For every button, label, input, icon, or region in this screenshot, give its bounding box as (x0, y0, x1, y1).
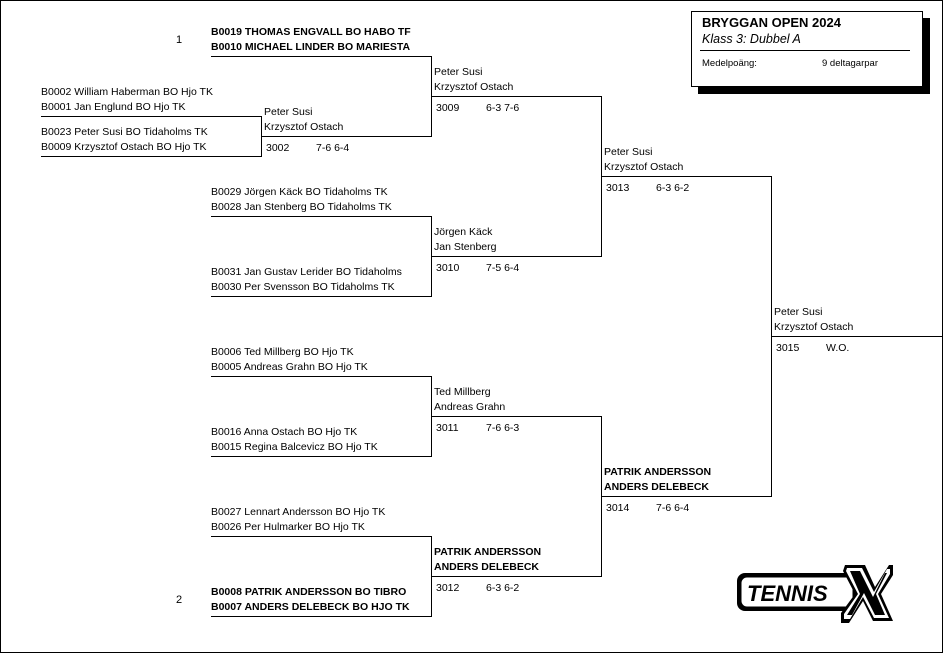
bracket-line (431, 96, 601, 97)
winner-player: Krzysztof Ostach (264, 121, 344, 133)
bracket-line (771, 336, 942, 337)
match-number: 3011 (436, 422, 459, 434)
seed-number-2: 2 (176, 594, 183, 606)
bracket-line (41, 156, 261, 157)
match-number: 3010 (436, 262, 460, 274)
entry-player: B0005 Andreas Grahn BO Hjo TK (211, 361, 368, 373)
winner-player: Ted Millberg (434, 386, 491, 398)
entry-player: B0026 Per Hulmarker BO Hjo TK (211, 521, 365, 533)
match-score: 7-6 6-4 (316, 142, 350, 154)
winner-player: Krzysztof Ostach (604, 161, 684, 173)
winner-player: Krzysztof Ostach (434, 81, 514, 93)
bracket-line (211, 216, 431, 217)
info-divider (700, 50, 910, 51)
entry-player: B0023 Peter Susi BO Tidaholms TK (41, 126, 208, 138)
bracket-line (211, 56, 431, 57)
match-score: 6-3 7-6 (486, 102, 520, 114)
winner-player: Peter Susi (264, 106, 313, 118)
bracket-line (431, 256, 601, 257)
entry-player: B0027 Lennart Andersson BO Hjo TK (211, 506, 386, 518)
winner-player: Jan Stenberg (434, 241, 497, 253)
match-number: 3012 (436, 582, 460, 594)
bracket-line (431, 416, 601, 417)
bracket-line (211, 616, 431, 617)
bracket-line (211, 456, 431, 457)
bracket-line (261, 136, 431, 137)
winner-player: Andreas Grahn (434, 401, 506, 413)
bracket-line (431, 576, 601, 577)
entry-player: B0029 Jörgen Käck BO Tidaholms TK (211, 186, 388, 198)
winner-player: PATRIK ANDERSSON (604, 466, 712, 478)
average-points-label: Medelpoäng: (702, 58, 757, 69)
match-score: 6-3 6-2 (486, 582, 520, 594)
logo-text: TENNIS (747, 581, 828, 606)
winner-player: Peter Susi (604, 146, 653, 158)
bracket-line (211, 536, 431, 537)
match-score: 7-5 6-4 (486, 262, 520, 274)
entry-player: B0009 Krzysztof Ostach BO Hjo TK (41, 141, 207, 153)
match-number: 3015 (776, 342, 800, 354)
entry-player: B0016 Anna Ostach BO Hjo TK (211, 426, 358, 438)
match-number: 3002 (266, 142, 290, 154)
entry-player: B0008 PATRIK ANDERSSON BO TIBRO (211, 586, 407, 598)
match-number: 3009 (436, 102, 460, 114)
winner-player: Jörgen Käck (434, 226, 493, 238)
bracket-line (601, 496, 771, 497)
bracket-line (211, 376, 431, 377)
entry-player: B0001 Jan Englund BO Hjo TK (41, 101, 186, 113)
winner-player: Peter Susi (434, 66, 483, 78)
winner-player: Krzysztof Ostach (774, 321, 854, 333)
match-number: 3013 (606, 182, 630, 194)
entry-player: B0015 Regina Balcevicz BO Hjo TK (211, 441, 378, 453)
entry-player: B0010 MICHAEL LINDER BO MARIESTA (211, 41, 411, 53)
tournament-info-box: BRYGGAN OPEN 2024 Klass 3: Dubbel A Mede… (691, 11, 923, 87)
entry-player: B0007 ANDERS DELEBECK BO HJO TK (211, 601, 410, 613)
bracket-line (41, 116, 261, 117)
winner-player: ANDERS DELEBECK (434, 561, 540, 573)
winner-player: Peter Susi (774, 306, 823, 318)
entry-player: B0019 THOMAS ENGVALL BO HABO TF (211, 26, 411, 38)
entry-player: B0002 William Haberman BO Hjo TK (41, 86, 213, 98)
logo-x-mark (841, 565, 893, 623)
entry-player: B0028 Jan Stenberg BO Tidaholms TK (211, 201, 392, 213)
entry-player: B0030 Per Svensson BO Tidaholms TK (211, 281, 395, 293)
match-score: 7-6 6-3 (486, 422, 520, 434)
winner-player: PATRIK ANDERSSON (434, 546, 542, 558)
match-score: 7-6 6-4 (656, 502, 690, 514)
match-score: 6-3 6-2 (656, 182, 690, 194)
seed-number-1: 1 (176, 34, 183, 46)
class-subtitle: Klass 3: Dubbel A (702, 32, 801, 46)
entry-player: B0031 Jan Gustav Lerider BO Tidaholms (211, 266, 402, 278)
tournament-title: BRYGGAN OPEN 2024 (702, 15, 841, 30)
match-score: W.O. (826, 342, 850, 354)
bracket-line (211, 296, 431, 297)
winner-player: ANDERS DELEBECK (604, 481, 710, 493)
participant-count: 9 deltagarpar (822, 58, 878, 69)
tennisx-logo: TENNIS (737, 565, 893, 623)
entry-player: B0006 Ted Millberg BO Hjo TK (211, 346, 354, 358)
match-number: 3014 (606, 502, 630, 514)
bracket-line (601, 176, 771, 177)
